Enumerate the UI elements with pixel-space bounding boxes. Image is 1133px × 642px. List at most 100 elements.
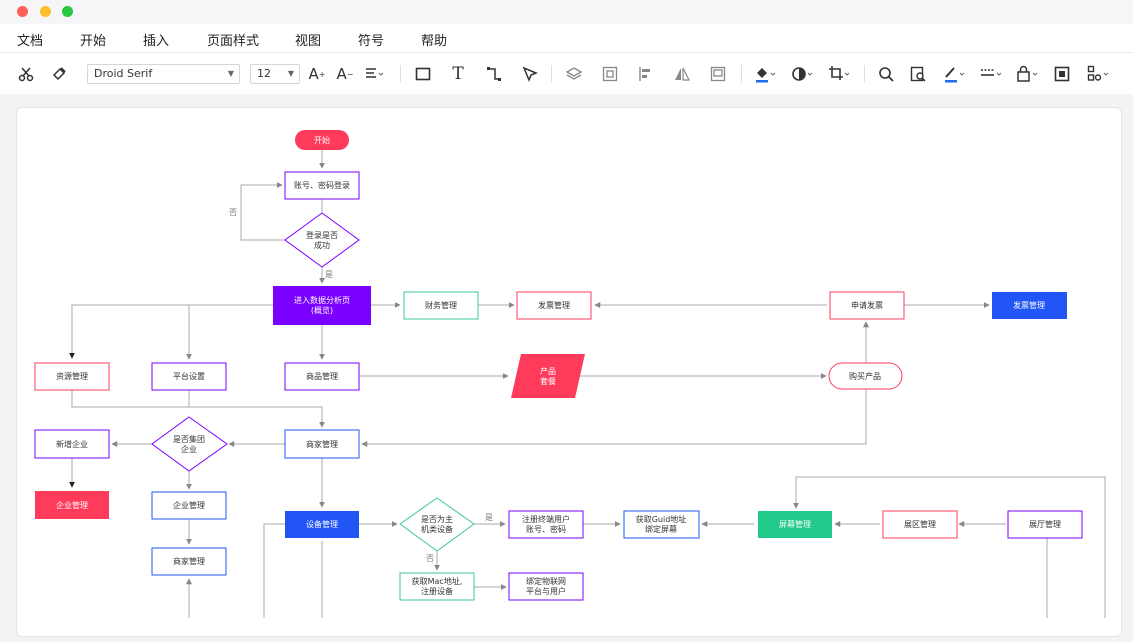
edge-label-yes: 是	[325, 270, 333, 279]
align-left-icon[interactable]	[635, 63, 657, 85]
flip-icon[interactable]	[671, 63, 693, 85]
node-resource-label: 资源管理	[56, 371, 88, 381]
menu-start[interactable]: 开始	[80, 34, 107, 49]
node-new-enterprise[interactable]: 新增企业	[34, 429, 110, 459]
node-register-user-label: 注册终端用户	[522, 514, 570, 524]
node-merchant-label: 商家管理	[306, 439, 338, 449]
node-package-label: 产品	[540, 366, 556, 376]
connector-icon[interactable]	[483, 63, 505, 85]
menu-view[interactable]: 视图	[295, 34, 322, 49]
fill-icon[interactable]	[752, 63, 780, 85]
node-resource[interactable]: 资源管理	[34, 362, 110, 391]
font-decrease-icon[interactable]: A−	[336, 65, 354, 83]
crop-icon[interactable]	[826, 63, 854, 85]
font-size-select[interactable]: 12 ▼	[250, 64, 300, 84]
font-size-value: 12	[257, 67, 271, 80]
node-finance[interactable]: 财务管理	[403, 291, 479, 320]
node-device-label: 设备管理	[306, 519, 338, 529]
node-mac-label: 注册设备	[421, 586, 453, 596]
node-mac[interactable]: 获取Mac地址, 注册设备	[399, 572, 475, 601]
node-apply-invoice[interactable]: 申请发票	[829, 291, 905, 320]
node-buy-label: 购买产品	[849, 371, 881, 381]
node-start[interactable]: 开始	[295, 130, 349, 150]
connector-lines	[69, 150, 1106, 618]
node-buy[interactable]: 购买产品	[828, 362, 903, 390]
node-invoice-management-final-label: 发票管理	[1013, 300, 1045, 310]
rectangle-icon[interactable]	[412, 63, 434, 85]
edge-labels: 否 是 是 否	[229, 208, 493, 563]
layers-icon[interactable]	[563, 63, 585, 85]
search-icon[interactable]	[875, 63, 897, 85]
minimize-window-button[interactable]	[40, 6, 51, 17]
node-product-label: 商品管理	[306, 371, 338, 381]
close-window-button[interactable]	[17, 6, 28, 17]
line-color-icon[interactable]	[941, 63, 969, 85]
node-area[interactable]: 展区管理	[882, 510, 958, 539]
node-invoice-management-label: 发票管理	[538, 300, 570, 310]
title-bar	[0, 0, 1133, 24]
toolbar-divider	[864, 65, 865, 83]
node-device[interactable]: 设备管理	[285, 511, 359, 538]
more-icon[interactable]	[1085, 63, 1113, 85]
node-product[interactable]: 商品管理	[284, 362, 360, 391]
node-register-user-label: 账号、密码	[526, 524, 566, 534]
edge-label-yes: 是	[485, 513, 493, 522]
find-replace-icon[interactable]	[907, 63, 929, 85]
text-icon[interactable]: T	[452, 64, 464, 84]
edge-label-no: 否	[229, 208, 237, 217]
lock-icon[interactable]	[1014, 63, 1042, 85]
container-icon[interactable]	[1051, 63, 1073, 85]
menu-page-style[interactable]: 页面样式	[207, 34, 260, 49]
node-new-enterprise-label: 新增企业	[56, 439, 88, 449]
chevron-down-icon: ▼	[287, 69, 294, 78]
shadow-icon[interactable]	[789, 63, 817, 85]
node-host-decision-label: 是否为主	[421, 514, 453, 524]
node-enterprise-management[interactable]: 企业管理	[151, 491, 227, 520]
node-login-decision[interactable]: 登录是否 成功	[284, 212, 360, 268]
toolbar: Droid Serif ▼ 12 ▼ A+ A− T	[0, 52, 1133, 94]
font-increase-icon[interactable]: A+	[308, 65, 326, 83]
node-platform-label: 平台设置	[173, 371, 205, 381]
node-login[interactable]: 账号、密码登录	[284, 171, 360, 200]
menu-bar: 文档 开始 插入 页面样式 视图 符号 帮助	[0, 24, 1133, 52]
node-merchant[interactable]: 商家管理	[284, 429, 360, 459]
diagram-canvas[interactable]: 否 是 是 否 开始 账号、密码登录 登录是否 成功 进入数据分析页 (概览) …	[16, 107, 1122, 637]
node-package[interactable]: 产品 套餐	[511, 354, 585, 398]
menu-symbol[interactable]: 符号	[358, 34, 385, 49]
node-guid-label: 获取Guid地址	[636, 514, 687, 524]
node-merchant-secondary-label: 商家管理	[173, 556, 205, 566]
chevron-down-icon: ▼	[227, 69, 234, 78]
node-invoice-management[interactable]: 发票管理	[516, 291, 592, 320]
edge-label-no: 否	[426, 554, 434, 563]
format-painter-icon[interactable]	[48, 63, 70, 85]
node-screen[interactable]: 屏幕管理	[758, 511, 832, 538]
cut-icon[interactable]	[15, 63, 37, 85]
align-icon[interactable]	[364, 63, 386, 85]
node-iot[interactable]: 绑定物联网 平台与用户	[508, 572, 584, 601]
group-icon[interactable]	[599, 63, 621, 85]
node-hall-label: 展厅管理	[1029, 519, 1061, 529]
menu-help[interactable]: 帮助	[421, 34, 448, 49]
node-guid[interactable]: 获取Guid地址 绑定屏幕	[623, 510, 700, 539]
menu-insert[interactable]: 插入	[143, 34, 170, 49]
frame-icon[interactable]	[707, 63, 729, 85]
node-platform[interactable]: 平台设置	[151, 362, 227, 391]
line-style-icon[interactable]	[978, 63, 1006, 85]
node-merchant-secondary[interactable]: 商家管理	[151, 547, 227, 576]
menu-document[interactable]: 文档	[17, 34, 44, 49]
maximize-window-button[interactable]	[62, 6, 73, 17]
flowchart-svg: 否 是 是 否 开始 账号、密码登录 登录是否 成功 进入数据分析页 (概览) …	[34, 130, 1106, 618]
pointer-icon[interactable]	[519, 63, 541, 85]
node-hall[interactable]: 展厅管理	[1007, 510, 1083, 539]
node-register-user[interactable]: 注册终端用户 账号、密码	[508, 510, 584, 539]
font-family-select[interactable]: Droid Serif ▼	[87, 64, 240, 84]
node-host-decision[interactable]: 是否为主 机类设备	[399, 497, 475, 552]
font-family-value: Droid Serif	[94, 67, 153, 80]
node-host-decision-label: 机类设备	[421, 524, 453, 534]
node-invoice-management-final[interactable]: 发票管理	[992, 292, 1067, 319]
node-dashboard[interactable]: 进入数据分析页 (概览)	[273, 286, 371, 325]
node-package-label: 套餐	[540, 376, 556, 386]
node-screen-label: 屏幕管理	[779, 519, 811, 529]
node-enterprise-management-red[interactable]: 企业管理	[35, 491, 109, 519]
node-group-decision[interactable]: 是否集团 企业	[151, 416, 228, 472]
